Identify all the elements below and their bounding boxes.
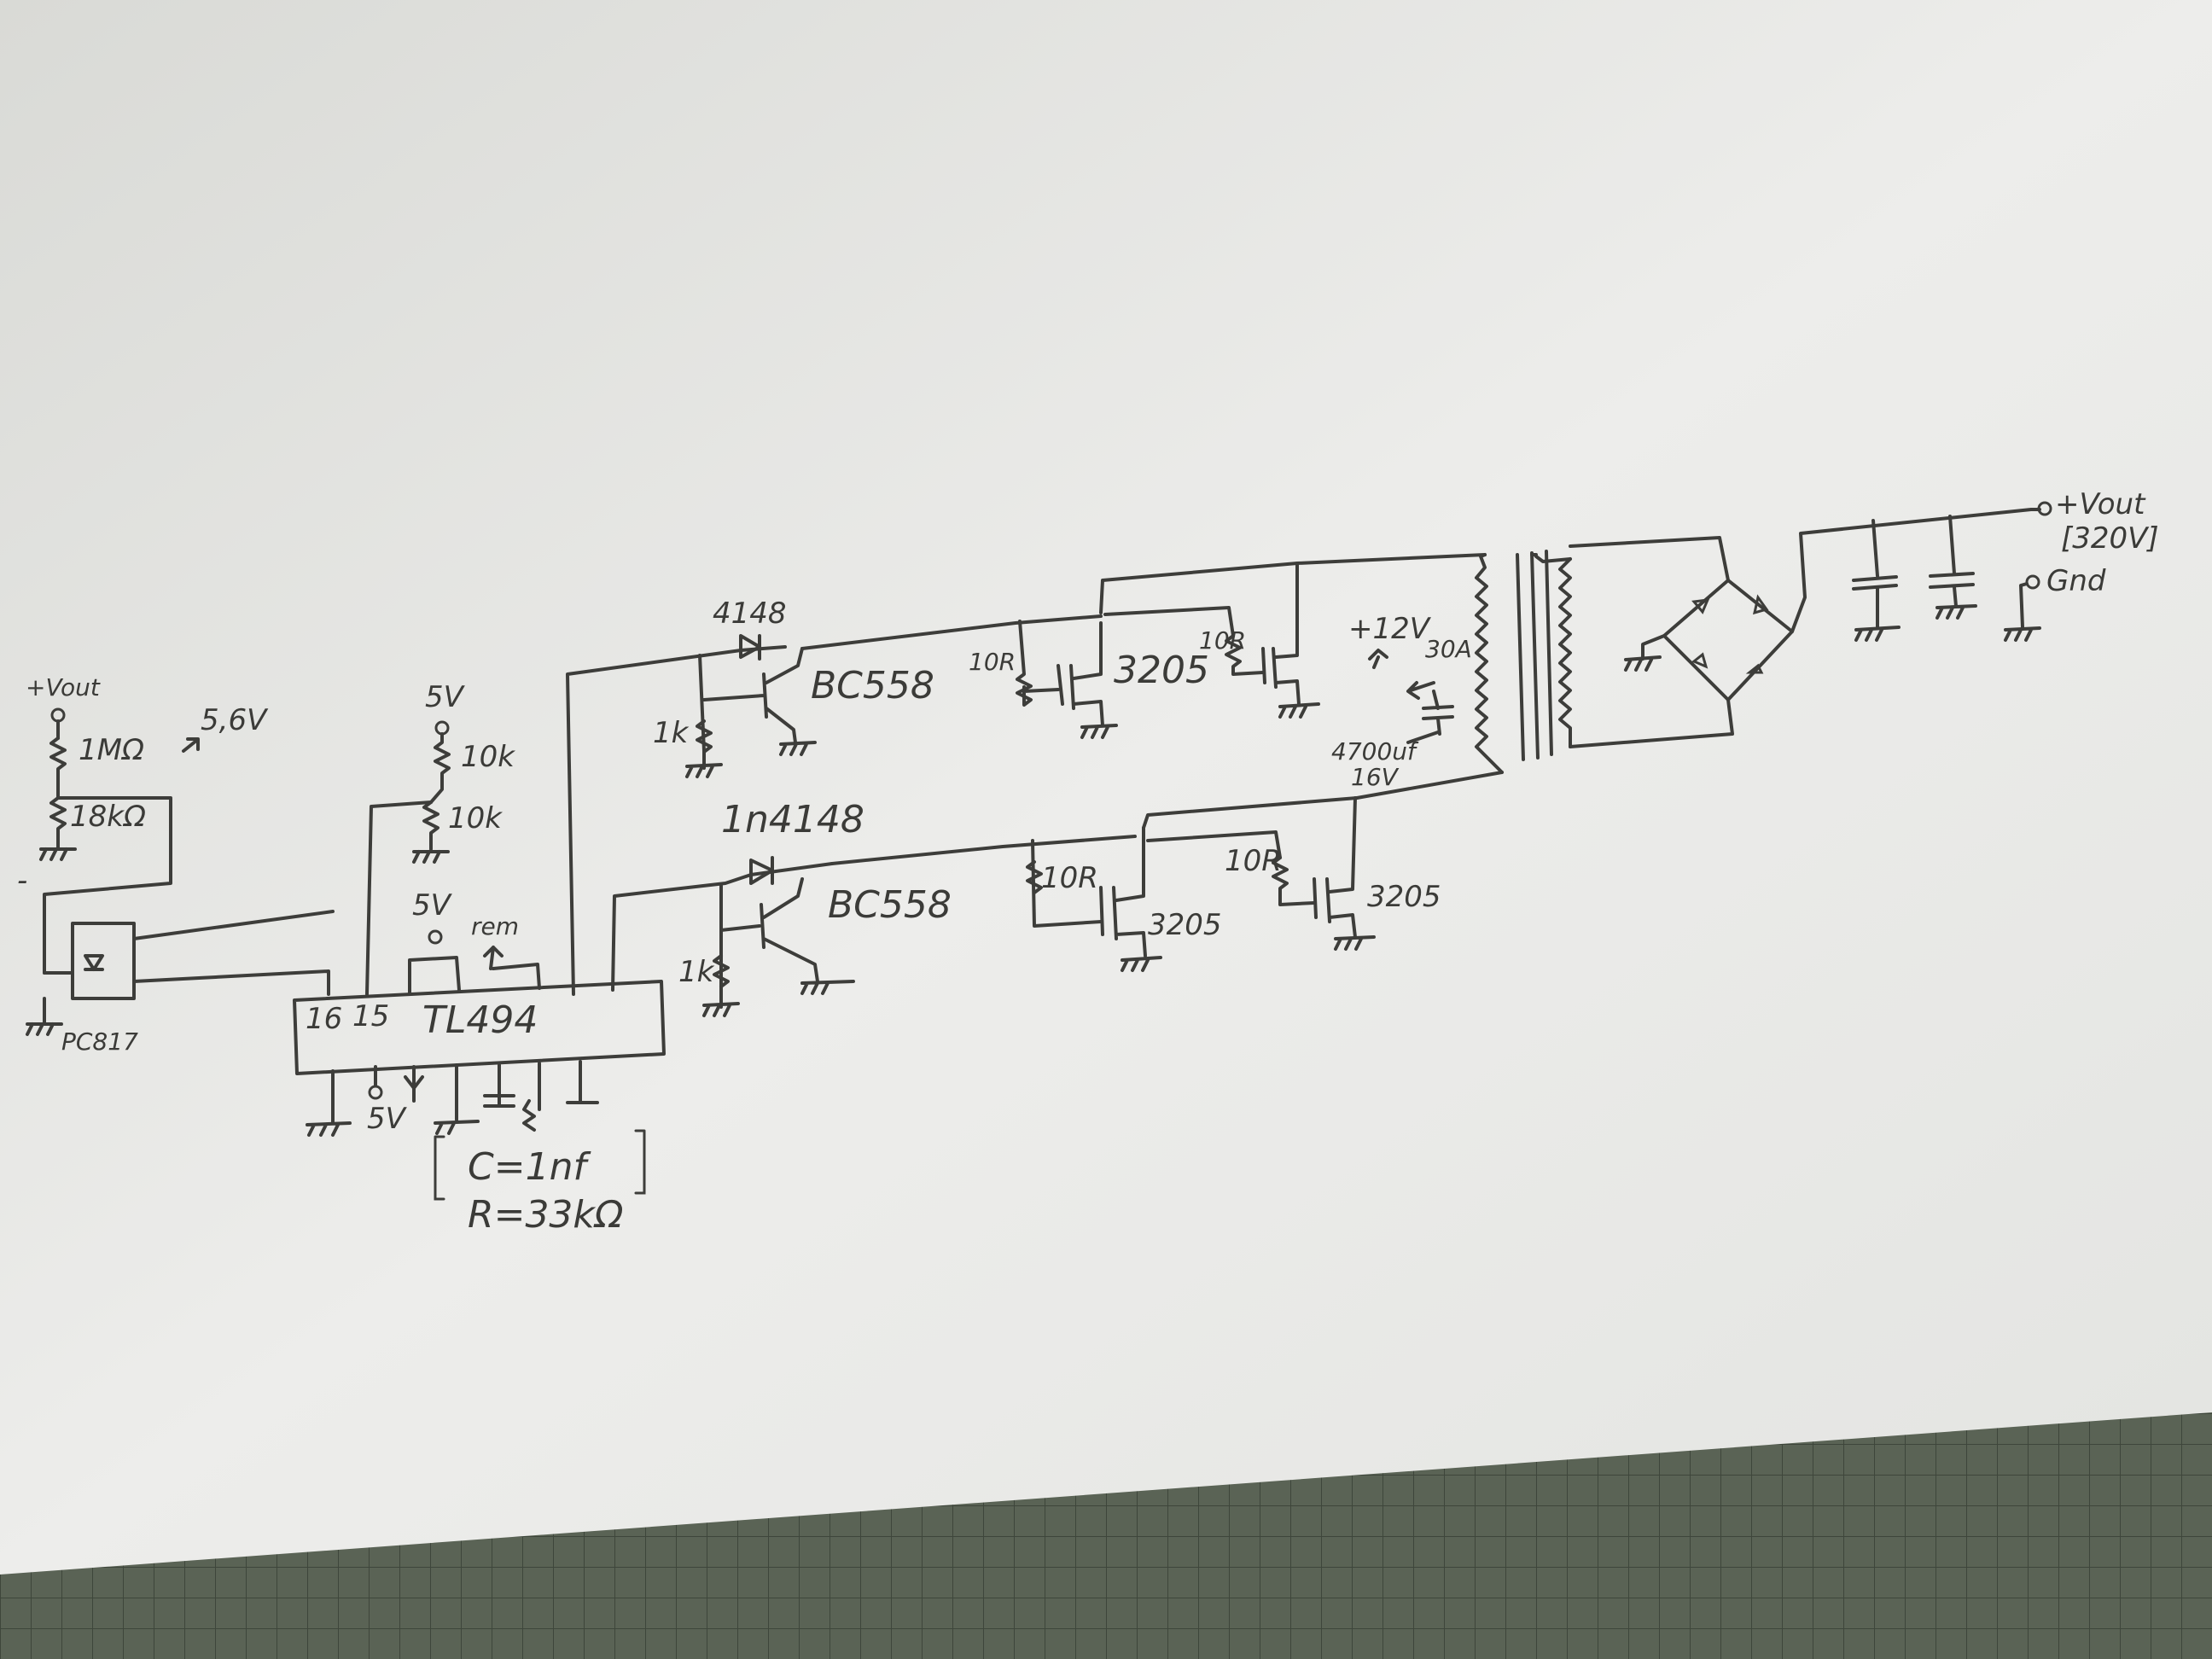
label-cap-v: 16V bbox=[1351, 763, 1400, 791]
label-r-note: R=33kΩ bbox=[468, 1193, 624, 1237]
label-opto: PC817 bbox=[61, 1027, 138, 1056]
label-10r-c: 10R bbox=[1041, 861, 1098, 895]
label-fet-b: 3205 bbox=[1148, 908, 1222, 942]
label-cap-val: 4700uf bbox=[1331, 737, 1419, 765]
supply-section bbox=[1355, 649, 1504, 800]
transformer bbox=[1475, 536, 1734, 774]
label-10r-b: 10R bbox=[1199, 626, 1246, 655]
label-pin16: 16 bbox=[306, 1002, 342, 1036]
lower-driver bbox=[611, 835, 1137, 1017]
label-out-pos: +Vout bbox=[2055, 487, 2146, 521]
label-rem: rem bbox=[471, 912, 519, 940]
label-d2: 1n4148 bbox=[721, 798, 864, 841]
output-filter bbox=[1852, 501, 2052, 642]
label-10k-b: 10k bbox=[448, 801, 503, 835]
label-minus: - bbox=[17, 864, 27, 898]
label-12v: +12V bbox=[1348, 612, 1432, 646]
label-30a: 30A bbox=[1425, 635, 1472, 663]
lower-mosfets bbox=[1026, 796, 1376, 972]
upper-mosfets bbox=[1016, 553, 1487, 739]
label-r-1m: 1MΩ bbox=[79, 733, 144, 767]
label-10r-a: 10R bbox=[969, 648, 1016, 676]
label-5v-top: 5V bbox=[425, 680, 466, 714]
label-fet-c: 3205 bbox=[1367, 880, 1441, 914]
label-zener: 5,6V bbox=[201, 703, 269, 737]
label-fet-a: 3205 bbox=[1114, 649, 1209, 692]
optocoupler bbox=[26, 910, 335, 1036]
label-c-note: C=1nf bbox=[468, 1145, 591, 1189]
label-d1: 4148 bbox=[713, 597, 787, 631]
label-pin15: 15 bbox=[352, 999, 389, 1033]
label-r-18k: 18kΩ bbox=[70, 800, 146, 834]
paper-sheet bbox=[0, 0, 2212, 1575]
label-q1: BC558 bbox=[811, 664, 934, 707]
label-5v-mid: 5V bbox=[412, 888, 453, 923]
label-10r-d: 10R bbox=[1225, 844, 1282, 878]
upper-driver bbox=[566, 614, 1103, 996]
label-gnd: Gnd bbox=[2046, 564, 2106, 598]
bridge-rectifier bbox=[1624, 508, 2041, 701]
label-10k-a: 10k bbox=[461, 740, 515, 774]
feedback-divider bbox=[39, 707, 200, 975]
label-vout-in: +Vout bbox=[26, 673, 101, 701]
label-q2: BC558 bbox=[828, 883, 952, 927]
label-1k-b: 1k bbox=[678, 955, 715, 989]
label-out-v: [320V] bbox=[2061, 521, 2159, 556]
label-1k-a: 1k bbox=[653, 716, 690, 750]
reference-divider bbox=[365, 720, 451, 996]
label-tl494: TL494 bbox=[422, 998, 538, 1042]
tl494-chip bbox=[293, 929, 666, 1201]
label-5v-bottom: 5V bbox=[367, 1102, 408, 1136]
